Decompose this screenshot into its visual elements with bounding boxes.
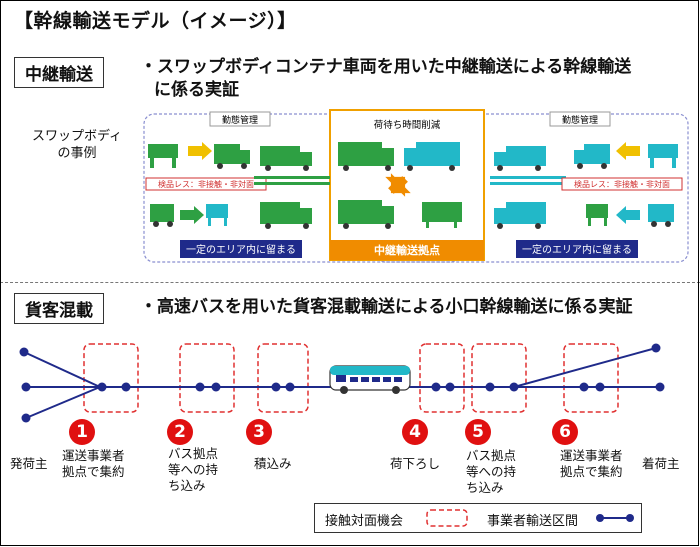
step-number-1: 1	[69, 419, 95, 445]
section-heading-relay: 中継輸送	[14, 57, 104, 88]
hub-banner	[330, 240, 484, 260]
legend-route-label: 事業者輸送区間	[487, 514, 579, 529]
green-road-arrow-2	[254, 182, 330, 185]
contact-box-3	[257, 343, 309, 413]
work-mgmt-box-left	[209, 111, 271, 127]
hub-green-truck-bottom	[338, 200, 394, 229]
green-road-arrow	[254, 176, 330, 179]
arrow-left-icon-2	[616, 206, 640, 224]
wait-reduction-label: 荷待ち時間削減	[374, 119, 441, 131]
mixed-transport-flow	[19, 343, 665, 423]
mid-left-green-truck-bottom	[260, 202, 312, 229]
left-green-truck-2	[214, 144, 250, 169]
shipper-label: 発荷主	[10, 456, 48, 471]
step-label-4: 荷下ろし	[390, 456, 441, 471]
arrow-right-icon-2	[180, 206, 204, 224]
mid-right-teal-truck-top	[494, 146, 546, 171]
page-title: 【幹線輸送モデル（イメージ）】	[14, 10, 297, 32]
work-mgmt-left: 勤態管理	[222, 114, 258, 126]
step-6-line2: 拠点で集約	[560, 464, 623, 479]
mid-left-green-truck-top	[260, 146, 312, 171]
step-5-line2: 等への持	[466, 464, 517, 479]
contact-box-4	[419, 343, 465, 413]
work-mgmt-box-right	[549, 111, 611, 127]
step-number-3: 3	[246, 419, 272, 445]
step-5-line1: バス拠点	[466, 448, 517, 463]
step-label-5: バス拠点 等への持 ち込み	[466, 448, 516, 496]
right-teal-body-1	[648, 144, 678, 168]
step-5-line3: ち込み	[466, 480, 504, 495]
branch-out-top	[513, 347, 657, 388]
legend-contact-label: 接触対面機会	[325, 514, 404, 529]
relay-description-line1: ・スワップボディコンテナ車両を用いた中継輸送による幹線輸送	[140, 57, 632, 77]
swap-body-example-label: スワップボディ の事例	[18, 128, 136, 162]
hub-label: 中継輸送拠点	[374, 243, 440, 257]
section-divider	[0, 282, 700, 283]
area-right-label: 一定のエリア内に留まる	[522, 243, 632, 256]
branch-in-top	[23, 351, 101, 388]
step-label-2: バス拠点 等への持 ち込み	[168, 446, 218, 494]
teal-road-arrow-2	[490, 182, 566, 185]
legend: 接触対面機会 事業者輸送区間	[314, 503, 642, 533]
right-teal-truck-1	[574, 144, 610, 169]
relay-description-line2: に係る実証	[154, 80, 239, 100]
step-number-6: 6	[552, 419, 578, 445]
step-6-line1: 運送事業者	[560, 448, 623, 463]
step-label-1: 運送事業者 拠点で集約	[62, 448, 125, 480]
side-label-line2: の事例	[57, 146, 97, 161]
left-green-truck-1	[148, 144, 178, 168]
legend-contact-swatch	[426, 509, 468, 527]
work-mgmt-right: 勤態管理	[562, 114, 598, 126]
branch-in-bottom	[25, 386, 101, 419]
left-teal-body	[206, 204, 228, 226]
route-nodes	[19, 343, 665, 423]
relay-transport-illustration: 勤態管理 勤態管理 荷待ち時間削減 検品レス：非接触・非対面	[143, 109, 689, 263]
step-1-line1: 運送事業者	[62, 448, 125, 463]
mixed-description: ・高速バスを用いた貨客混載輸送による小口幹線輸送に係る実証	[140, 297, 633, 317]
right-green-body	[586, 204, 608, 226]
left-green-truck-3	[150, 204, 174, 227]
arrow-right-icon	[188, 142, 212, 160]
step-2-line2: 等への持	[168, 462, 219, 477]
no-inspection-box-right	[561, 177, 683, 191]
hub-green-truck-top	[338, 142, 394, 171]
step-number-4: 4	[402, 419, 428, 445]
step-2-line3: ち込み	[168, 478, 206, 493]
step-2-line1: バス拠点	[168, 446, 219, 461]
contact-box-5	[471, 343, 527, 413]
arrow-left-icon	[616, 142, 640, 160]
step-label-3: 積込み	[254, 456, 292, 471]
side-label-line1: スワップボディ	[31, 129, 123, 144]
bus-icon	[329, 365, 411, 394]
section-heading-mixed: 貨客混載	[14, 293, 104, 324]
swap-arrows-icon	[385, 173, 411, 197]
contact-box-1	[83, 343, 139, 413]
no-inspection-right: 検品レス：非接触・非対面	[574, 179, 670, 189]
mid-right-teal-truck-bottom	[494, 202, 546, 229]
teal-road-arrow	[490, 176, 566, 179]
area-right-banner	[516, 240, 638, 258]
step-number-5: 5	[465, 419, 491, 445]
area-left-banner	[180, 240, 302, 258]
right-teal-truck-3	[648, 204, 674, 227]
hub-frame	[329, 109, 485, 261]
hub-teal-body-bottom	[422, 202, 462, 228]
step-1-line2: 拠点で集約	[62, 464, 125, 479]
contact-box-6	[563, 343, 619, 413]
step-number-2: 2	[167, 419, 193, 445]
contact-box-2	[179, 343, 235, 413]
consignee-label: 着荷主	[642, 456, 680, 471]
legend-route-swatch	[596, 514, 634, 522]
no-inspection-left: 検品レス：非接触・非対面	[158, 179, 254, 189]
step-label-6: 運送事業者 拠点で集約	[560, 448, 623, 480]
hub-teal-truck-top	[404, 142, 460, 171]
area-left-label: 一定のエリア内に留まる	[186, 243, 296, 256]
